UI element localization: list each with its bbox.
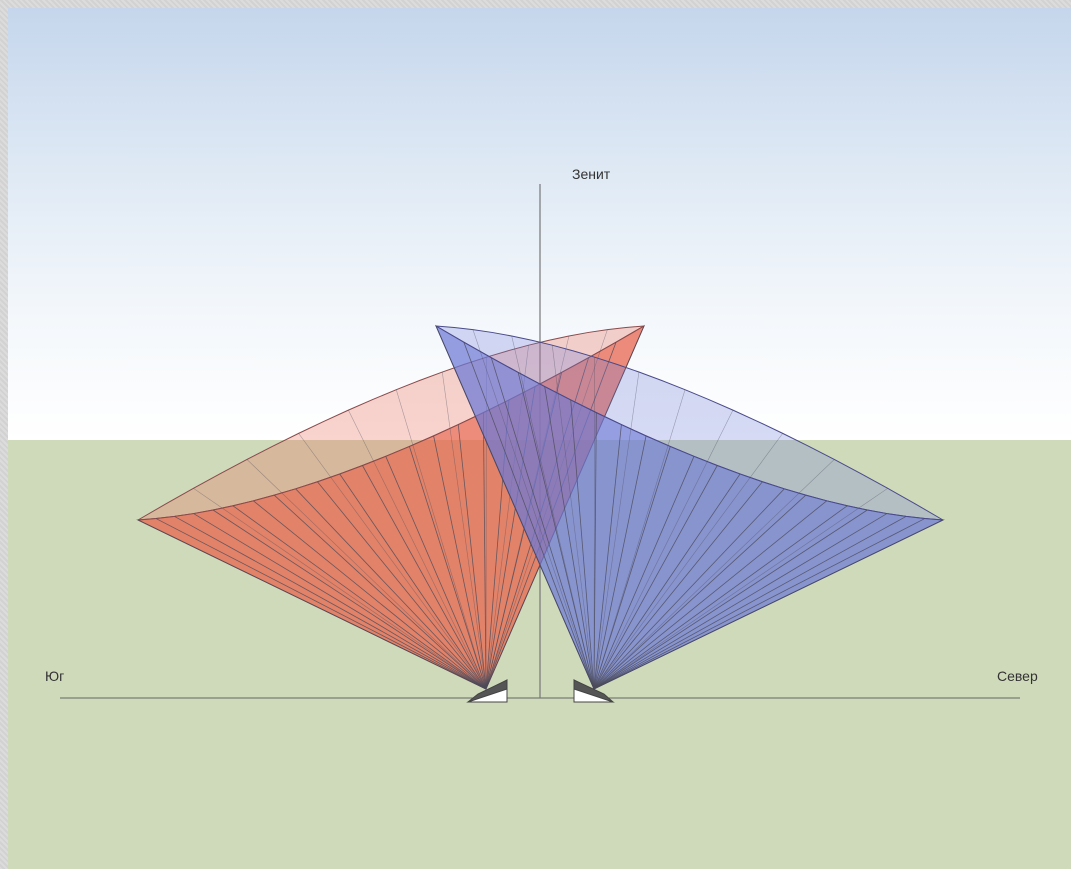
blue-cone-ray [593,518,925,690]
red-cone-ray [137,519,487,690]
red-cone-ray [253,500,487,690]
south-label: Юг [45,668,65,684]
zenith-label: Зенит [572,166,611,182]
north-collector [573,679,615,703]
blue-cone [434,324,945,690]
red-cone-ray [193,488,487,690]
blue-cone-ray [593,424,622,690]
blue-cone-ray [593,519,944,690]
blue-cone-ray [517,372,595,690]
red-cone-ray [362,465,487,690]
blue-cone-ray [544,386,595,690]
red-cone-ray [174,516,487,690]
red-cone-ray [482,412,487,690]
blue-cone-ray [593,488,785,690]
red-cone-ray [246,459,487,690]
red-cone-ray [212,509,487,690]
red-cone-ray [295,488,487,690]
blue-cone-ray [435,325,595,690]
blue-cone-ray [490,357,595,690]
blue-cone-ray [593,473,741,690]
blue-cone-ray [463,342,595,690]
blue-cone-ray [593,412,597,690]
red-cone-ray [273,494,487,690]
red-cone-ray [298,433,487,690]
red-cone-ray [441,371,487,690]
red-cone-ray [155,518,487,690]
blue-cone-ray [593,409,734,690]
blue-cone-ray [593,435,647,690]
blue-cone-ray [593,516,907,690]
blue-cone-ray [511,335,595,690]
blue-cone-ray [551,345,595,690]
red-cone-ray [193,513,487,690]
blue-cone-ray [593,519,944,690]
scene: Зенит Юг Север [8,8,1071,869]
blue-cone-ray [593,459,835,690]
blue-cone-ray [593,465,718,690]
red-cone-ray [137,519,487,690]
blue-cone-ray [593,505,848,690]
blue-cone-ray [593,513,888,690]
blue-cone-ray [593,456,695,690]
blue-cone-ray [435,325,595,690]
blue-cone-ray [593,481,763,690]
red-cone-ray [339,473,487,690]
red-cone-ray [232,505,487,690]
red-cone-ray [317,481,487,690]
blue-cone-ray [593,494,807,690]
blue-cone-ray [570,399,595,690]
blue-cone-ray [593,433,783,690]
north-label: Север [997,668,1038,684]
red-cone-ray [385,456,487,690]
sun-path-diagram [60,184,1020,703]
blue-cone-ray [472,329,595,690]
blue-cone-ray [593,357,595,690]
blue-cone-ray [593,389,686,690]
blue-cone-ray [593,371,640,690]
blue-cone-ray [593,509,868,690]
red-cone-ray [395,389,487,690]
south-collector [466,679,508,703]
blue-cone-ray [593,500,827,690]
red-cone-ray [409,446,487,690]
blue-cone-ray [593,488,888,690]
blue-cone-ray [593,446,671,690]
red-cone-ray [433,435,487,690]
red-cone-ray [348,409,487,690]
red-cone-ray [457,424,487,690]
